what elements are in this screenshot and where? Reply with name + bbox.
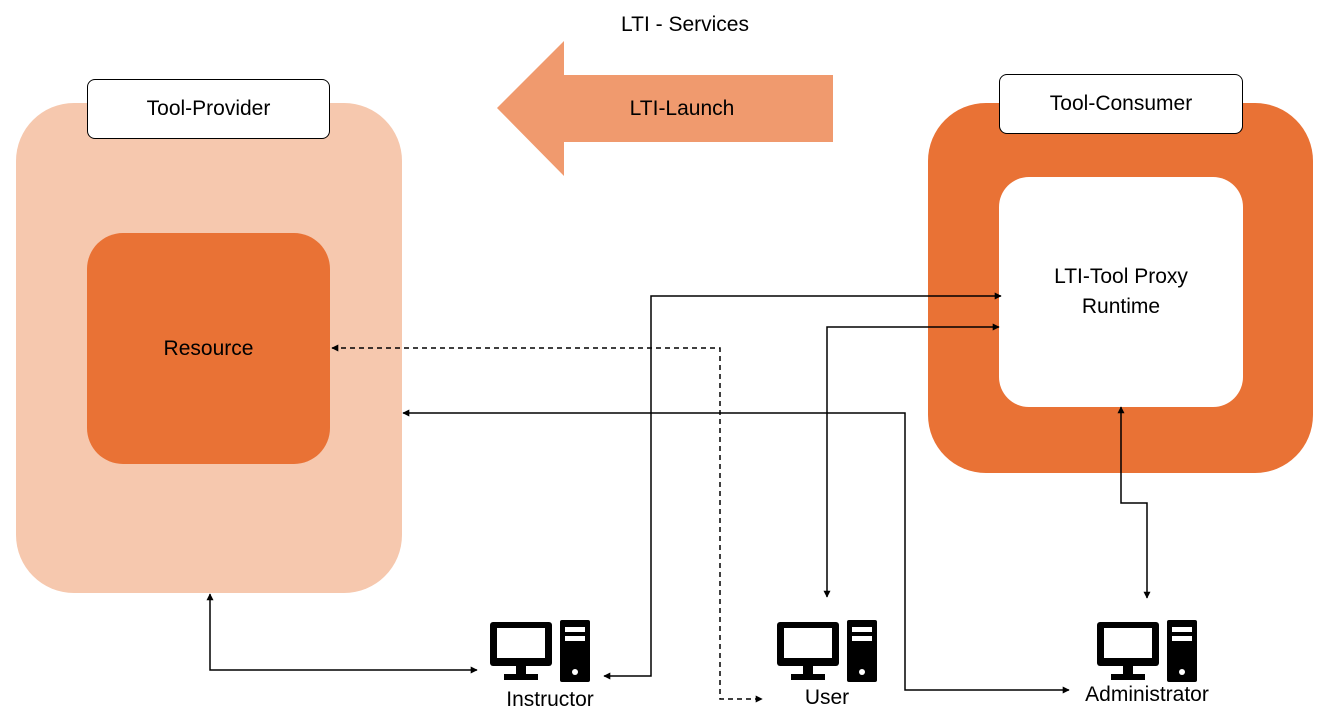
connector-administrator-proxy [1117,406,1151,599]
lti-launch-arrow [497,41,833,176]
instructor-computer-icon [490,620,590,682]
user-computer-icon [777,620,877,682]
tool-proxy-runtime-line2: Runtime [1081,295,1161,318]
connector-administrator-provider [402,409,1070,694]
user-label: User [804,686,850,709]
connector-user-resource [331,344,763,703]
connector-instructor-proxy [603,292,1002,680]
administrator-computer-icon [1097,620,1197,682]
tool-proxy-runtime-box [999,177,1243,407]
tool-provider-title: Tool-Provider [87,79,330,139]
connector-user-proxy [823,323,1000,598]
instructor-label: Instructor [506,688,594,711]
administrator-label: Administrator [1085,683,1209,706]
tool-proxy-runtime-line1: LTI-Tool Proxy [1054,265,1188,288]
connector-instructor-provider [206,593,478,674]
tool-consumer-title: Tool-Consumer [999,74,1243,134]
resource-label: Resource [163,336,254,360]
lti-services-label: LTI - Services [621,13,749,36]
lti-launch-label: LTI-Launch [629,97,735,120]
tool-proxy-runtime-label: LTI-Tool Proxy Runtime [999,177,1243,407]
resource-box [87,233,330,464]
